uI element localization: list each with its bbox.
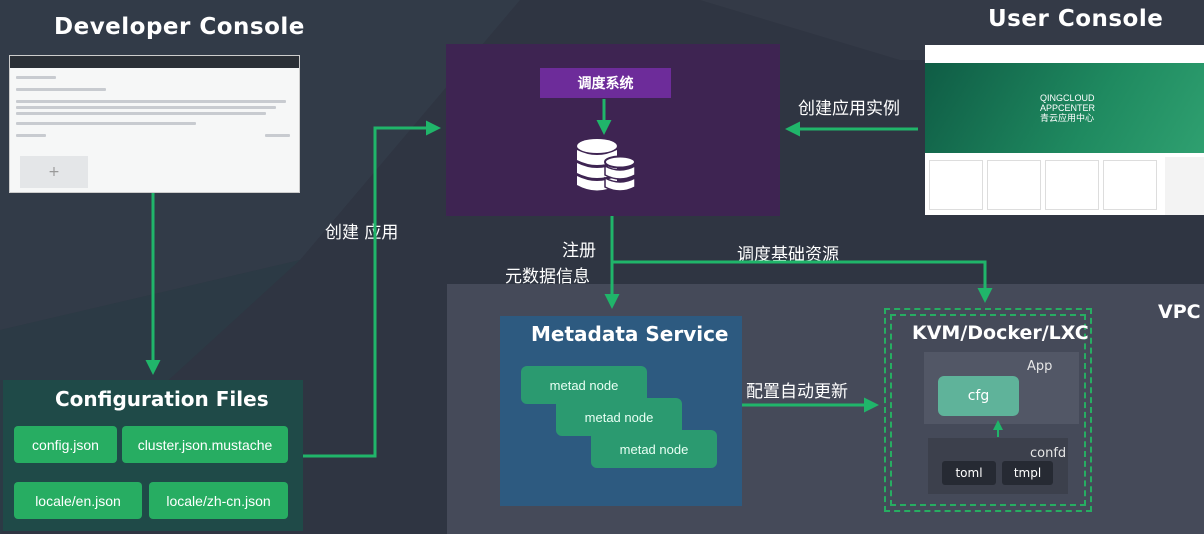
metad-node-3: metad node <box>591 430 717 468</box>
metad-node-2: metad node <box>556 398 682 436</box>
developer-console-title: Developer Console <box>54 14 305 40</box>
subtitle-text: 青云应用中心 <box>1040 113 1095 123</box>
instance-outer-border <box>884 308 1092 512</box>
instance-inner-border <box>890 314 1086 506</box>
edge-label-register: 注册 <box>562 241 596 261</box>
scheduler-label: 调度系统 <box>540 68 671 98</box>
toml-box: toml <box>942 461 996 485</box>
file-locale-zh-cn: locale/zh-cn.json <box>149 482 288 519</box>
edge-label-schedule-resources: 调度基础资源 <box>737 245 839 265</box>
add-icon: + <box>20 156 88 188</box>
product-text: APPCENTER <box>1040 103 1096 113</box>
edge-label-create-app: 创建 应用 <box>325 223 399 243</box>
file-config-json: config.json <box>14 426 117 463</box>
metadata-service-title: Metadata Service <box>531 322 729 346</box>
user-console-screenshot: QINGCLOUD APPCENTER 青云应用中心 <box>925 45 1204 215</box>
instance-title: KVM/Docker/LXC <box>912 322 1089 344</box>
brand-text: QINGCLOUD <box>1040 93 1095 103</box>
file-cluster-json-mustache: cluster.json.mustache <box>122 426 288 463</box>
user-console-title: User Console <box>988 6 1164 32</box>
edge-label-metadata-info: 元数据信息 <box>505 267 590 287</box>
app-label: App <box>1027 359 1053 374</box>
config-files-title: Configuration Files <box>55 387 269 411</box>
edge-label-auto-update-config: 配置自动更新 <box>746 382 848 402</box>
confd-label: confd <box>1030 446 1067 461</box>
file-locale-en: locale/en.json <box>14 482 142 519</box>
vpc-label: VPC <box>1158 301 1201 323</box>
developer-console-screenshot: + <box>9 55 300 193</box>
cfg-box: cfg <box>938 376 1019 416</box>
metad-node-1: metad node <box>521 366 647 404</box>
tmpl-box: tmpl <box>1002 461 1053 485</box>
edge-label-create-instance: 创建应用实例 <box>798 99 900 119</box>
